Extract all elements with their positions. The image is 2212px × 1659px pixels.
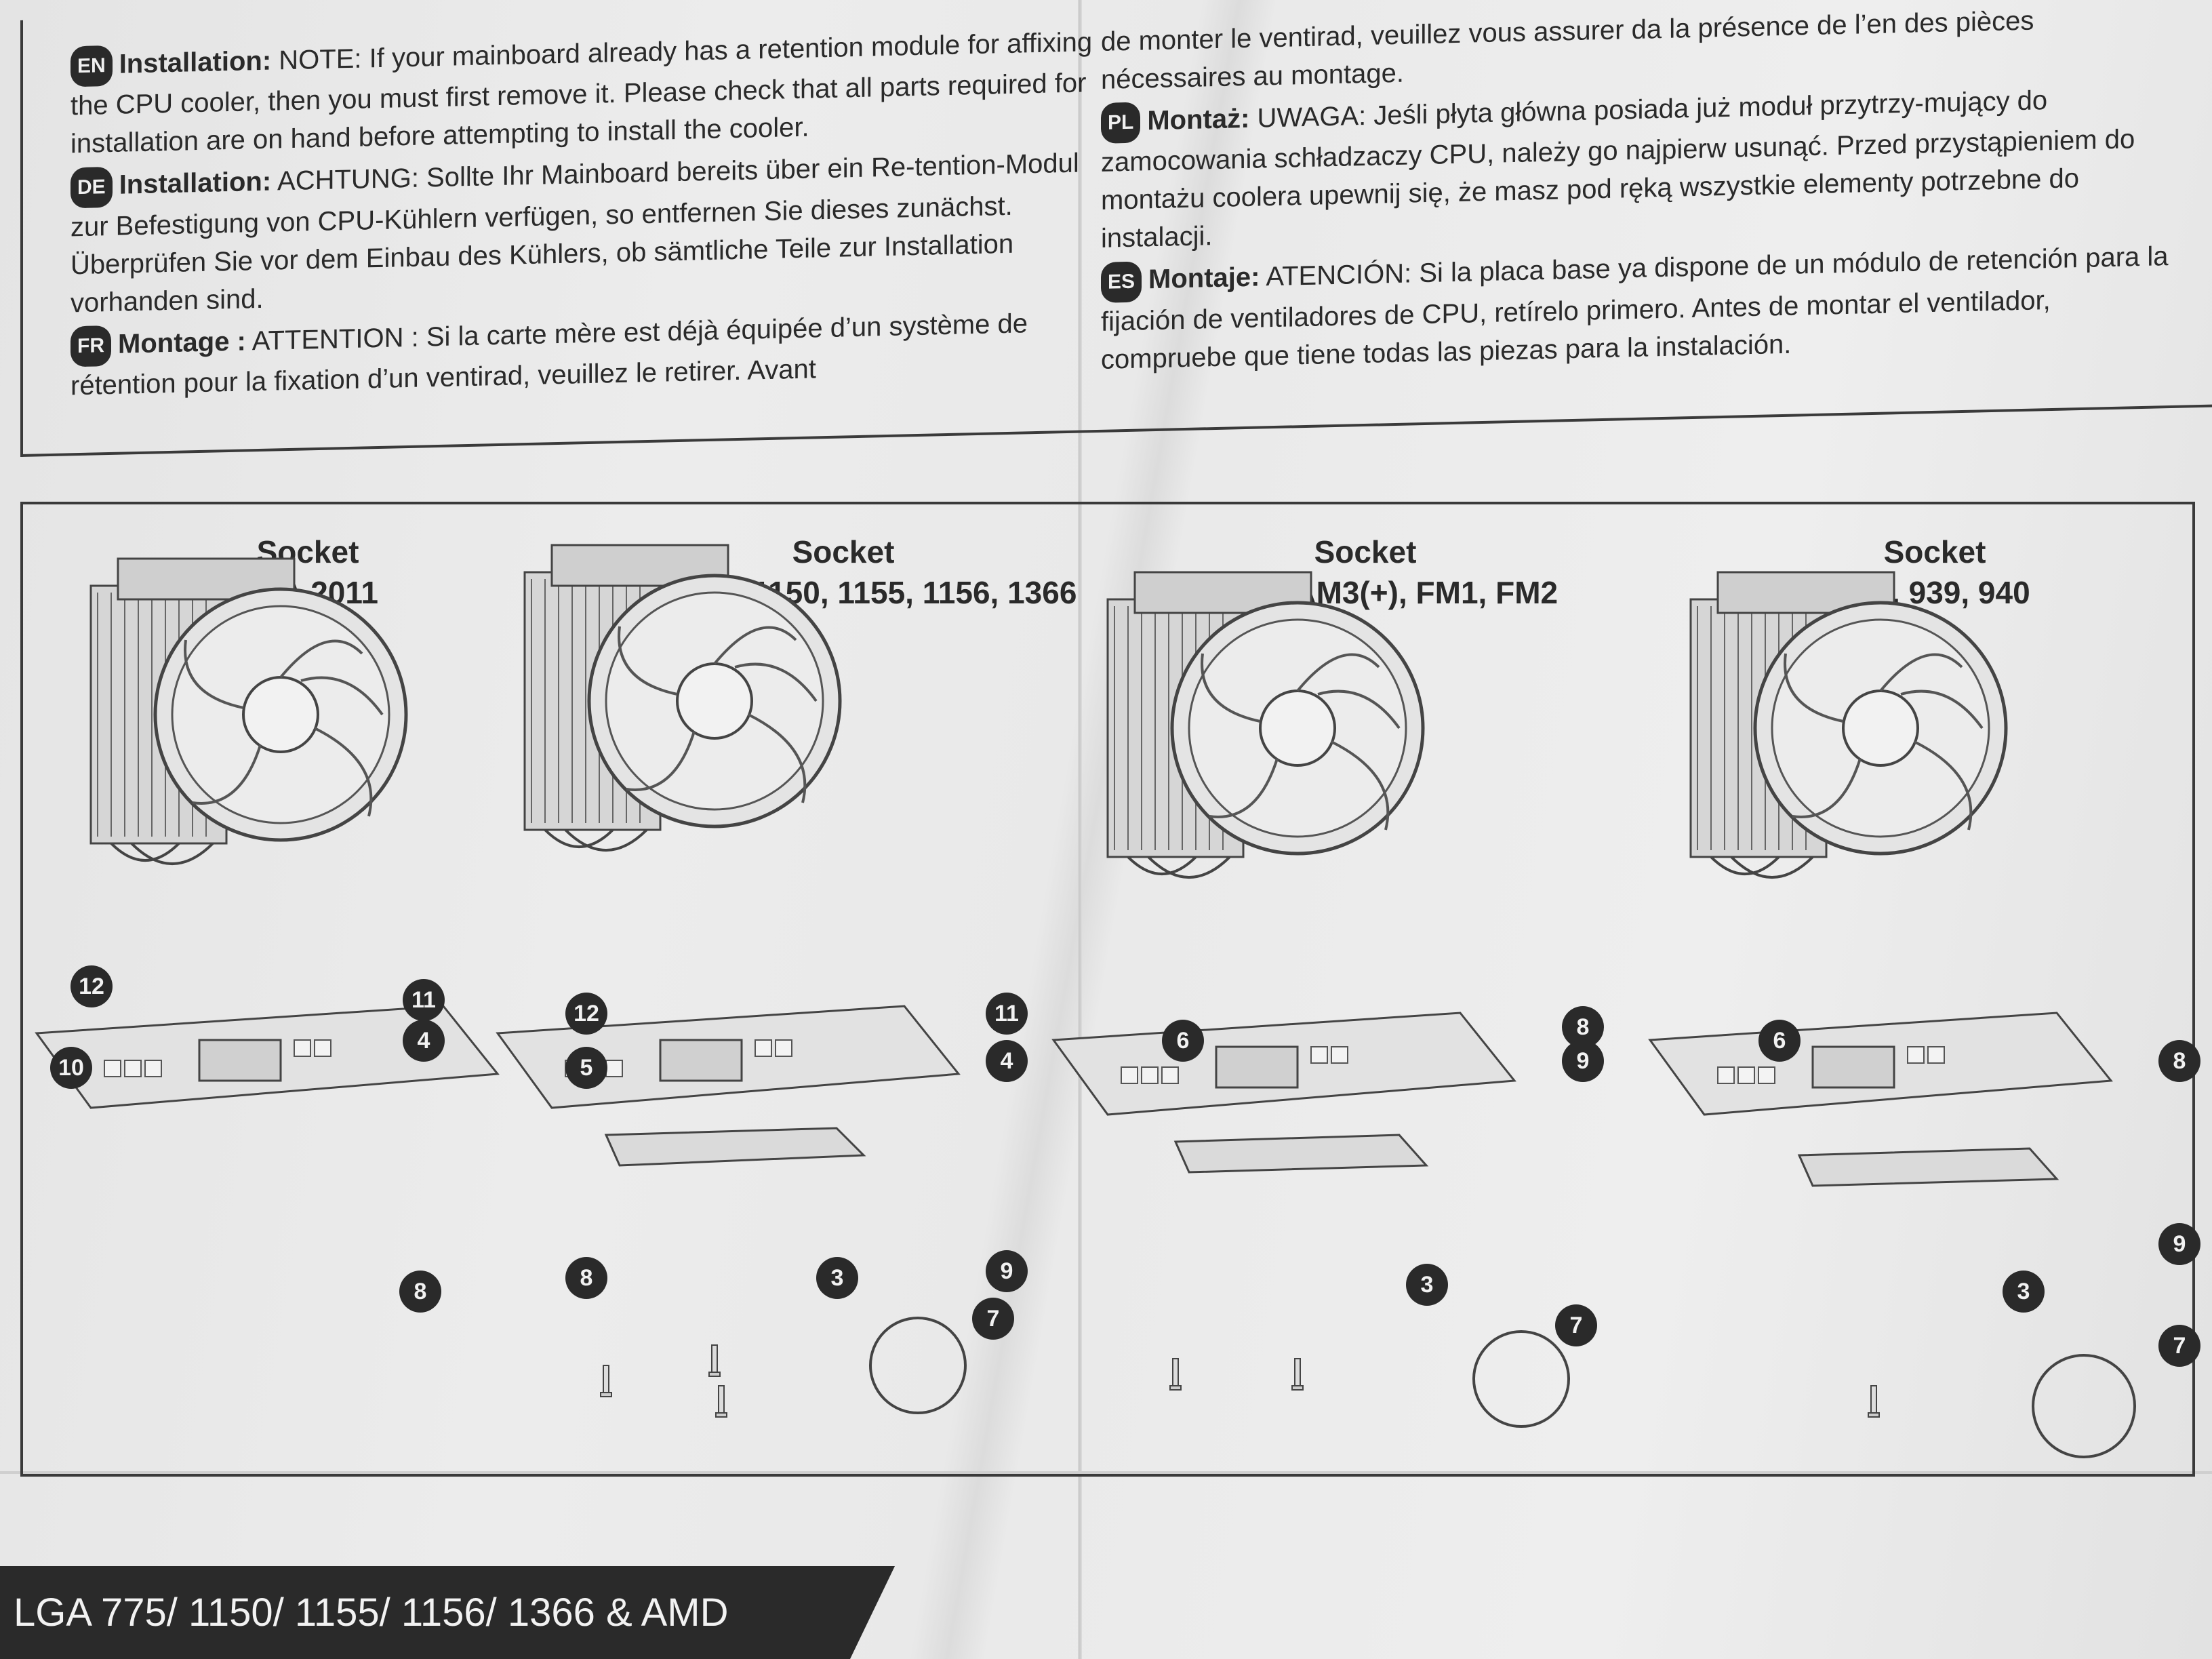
- socket-label: Socket: [792, 534, 895, 569]
- footer-socket-list: LGA 775/ 1150/ 1155/ 1156/ 1366 & AMD: [14, 1591, 729, 1635]
- language-badge-en: EN: [71, 45, 113, 87]
- instruction-heading: Montaje:: [1148, 262, 1260, 295]
- callout-badge: 7: [972, 1298, 1014, 1340]
- cooler-exploded-views: [35, 504, 2136, 1458]
- callout-badge: 9: [2158, 1223, 2200, 1265]
- instruction-heading: Montage :: [118, 326, 246, 359]
- callout-badge: 9: [1562, 1040, 1604, 1082]
- callout-badge: 7: [2158, 1325, 2200, 1367]
- callout-badge: 8: [2158, 1040, 2200, 1082]
- callout-badge: 4: [986, 1040, 1028, 1082]
- socket-label: Socket: [1883, 534, 1986, 569]
- language-badge-de: DE: [71, 166, 113, 209]
- language-badge-pl: PL: [1101, 102, 1141, 144]
- callout-badge: 6: [1758, 1020, 1801, 1062]
- page-fold-horizontal: [0, 1471, 2212, 1474]
- instruction-heading: Installation:: [119, 167, 272, 201]
- installation-diagrams: Socket LGA 2011 Socket LGA 775, 1150, 11…: [20, 502, 2200, 1477]
- callout-badge: 3: [816, 1257, 858, 1299]
- page-fold-vertical: [1078, 0, 1082, 1659]
- socket-label: Socket: [1314, 534, 1417, 569]
- instruction-heading: Montaż:: [1147, 103, 1250, 136]
- callout-badge: 8: [565, 1257, 607, 1299]
- callout-badge: 3: [1406, 1264, 1448, 1306]
- callout-badge: 5: [565, 1047, 607, 1089]
- callout-badge: 12: [565, 993, 607, 1035]
- instructions-right-column: de monter le ventirad, veuillez vous ass…: [1101, 0, 2186, 383]
- instruction-heading: Installation:: [119, 45, 272, 79]
- callout-badge: 10: [50, 1047, 92, 1089]
- callout-badge: 11: [403, 979, 445, 1021]
- callout-badge: 12: [71, 965, 113, 1007]
- language-badge-fr: FR: [71, 325, 111, 367]
- callout-badge: 3: [2003, 1271, 2045, 1313]
- language-badge-es: ES: [1101, 261, 1142, 303]
- callout-badge: 9: [986, 1250, 1028, 1292]
- instruction-body: UWAGA: Jeśli płyta główna posiada już mo…: [1101, 85, 2135, 254]
- callout-badge: 11: [986, 993, 1028, 1035]
- callout-badge: 4: [403, 1020, 445, 1062]
- instruction-body: ATENCIÓN: Si la placa base ya dispone de…: [1101, 241, 2169, 375]
- instruction-body: de monter le ventirad, veuillez vous ass…: [1101, 5, 2034, 95]
- callout-badge: 8: [399, 1271, 441, 1313]
- footer-banner: [0, 1566, 895, 1659]
- callout-badge: 7: [1555, 1304, 1597, 1346]
- callout-badge: 6: [1162, 1020, 1204, 1062]
